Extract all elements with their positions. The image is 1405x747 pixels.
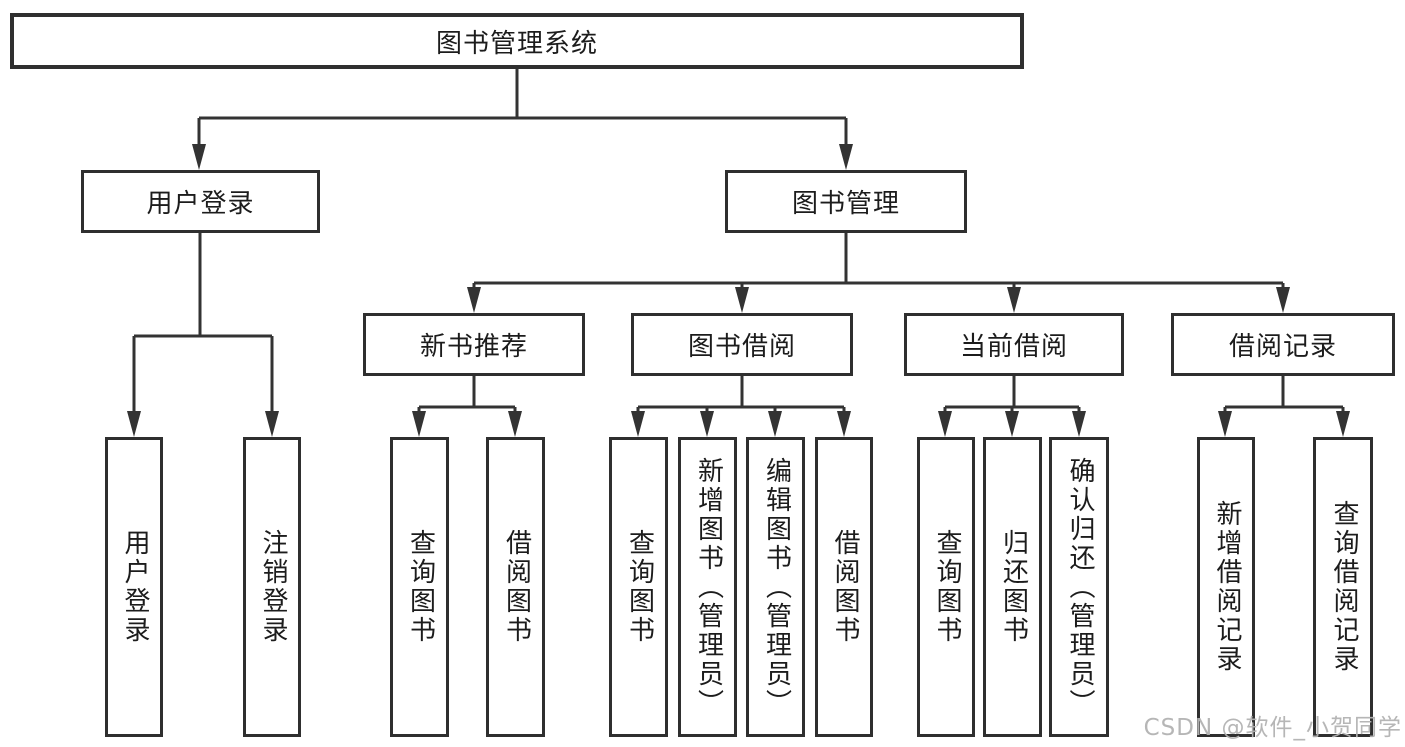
leaf-label: 用户登录: [119, 529, 150, 645]
leaf-label: 注销登录: [257, 529, 288, 645]
node-new-book-recommend: 新书推荐: [363, 313, 585, 376]
leaf-label: 查询图书: [931, 529, 962, 645]
leaf-borrow-books-recommend: 借阅图书: [486, 437, 545, 737]
leaf-label: 新增借阅记录: [1211, 500, 1242, 674]
node-borrow-records: 借阅记录: [1171, 313, 1395, 376]
leaf-return-books: 归还图书: [983, 437, 1042, 737]
node-user-login: 用户登录: [81, 170, 320, 233]
leaf-query-books-recommend: 查询图书: [390, 437, 449, 737]
leaf-query-borrow-record: 查询借阅记录: [1313, 437, 1373, 737]
node-label: 图书管理: [791, 189, 900, 219]
node-label: 用户登录: [146, 189, 255, 219]
leaf-label: 新增图书（管理员）: [693, 456, 724, 718]
node-library-management-system: 图书管理系统: [10, 13, 1024, 69]
leaf-logout: 注销登录: [243, 437, 301, 737]
leaf-add-books-admin: 新增图书（管理员）: [678, 437, 737, 737]
leaf-query-books-borrow: 查询图书: [609, 437, 668, 737]
leaf-confirm-return-admin: 确认归还（管理员）: [1049, 437, 1109, 737]
leaf-add-borrow-record: 新增借阅记录: [1197, 437, 1255, 737]
node-label: 借阅记录: [1228, 332, 1337, 362]
leaf-edit-books-admin: 编辑图书（管理员）: [746, 437, 805, 737]
leaf-label: 借阅图书: [501, 529, 532, 645]
node-book-borrowing: 图书借阅: [631, 313, 853, 376]
leaf-label: 查询借阅记录: [1328, 500, 1359, 674]
leaf-label: 确认归还（管理员）: [1064, 456, 1095, 718]
node-book-management: 图书管理: [725, 170, 967, 233]
csdn-watermark: CSDN @软件_小贺同学: [1143, 715, 1402, 741]
node-label: 图书管理系统: [435, 28, 598, 59]
leaf-label: 编辑图书（管理员）: [761, 456, 792, 718]
leaf-label: 查询图书: [405, 529, 436, 645]
leaf-label: 借阅图书: [829, 529, 860, 645]
leaf-user-login: 用户登录: [105, 437, 163, 737]
leaf-label: 归还图书: [998, 529, 1029, 645]
node-label: 图书借阅: [687, 332, 796, 362]
leaf-borrow-books: 借阅图书: [815, 437, 873, 737]
node-label: 当前借阅: [959, 332, 1068, 362]
node-label: 新书推荐: [419, 332, 528, 362]
node-current-borrowing: 当前借阅: [904, 313, 1124, 376]
leaf-query-books-current: 查询图书: [917, 437, 975, 737]
leaf-label: 查询图书: [624, 529, 655, 645]
